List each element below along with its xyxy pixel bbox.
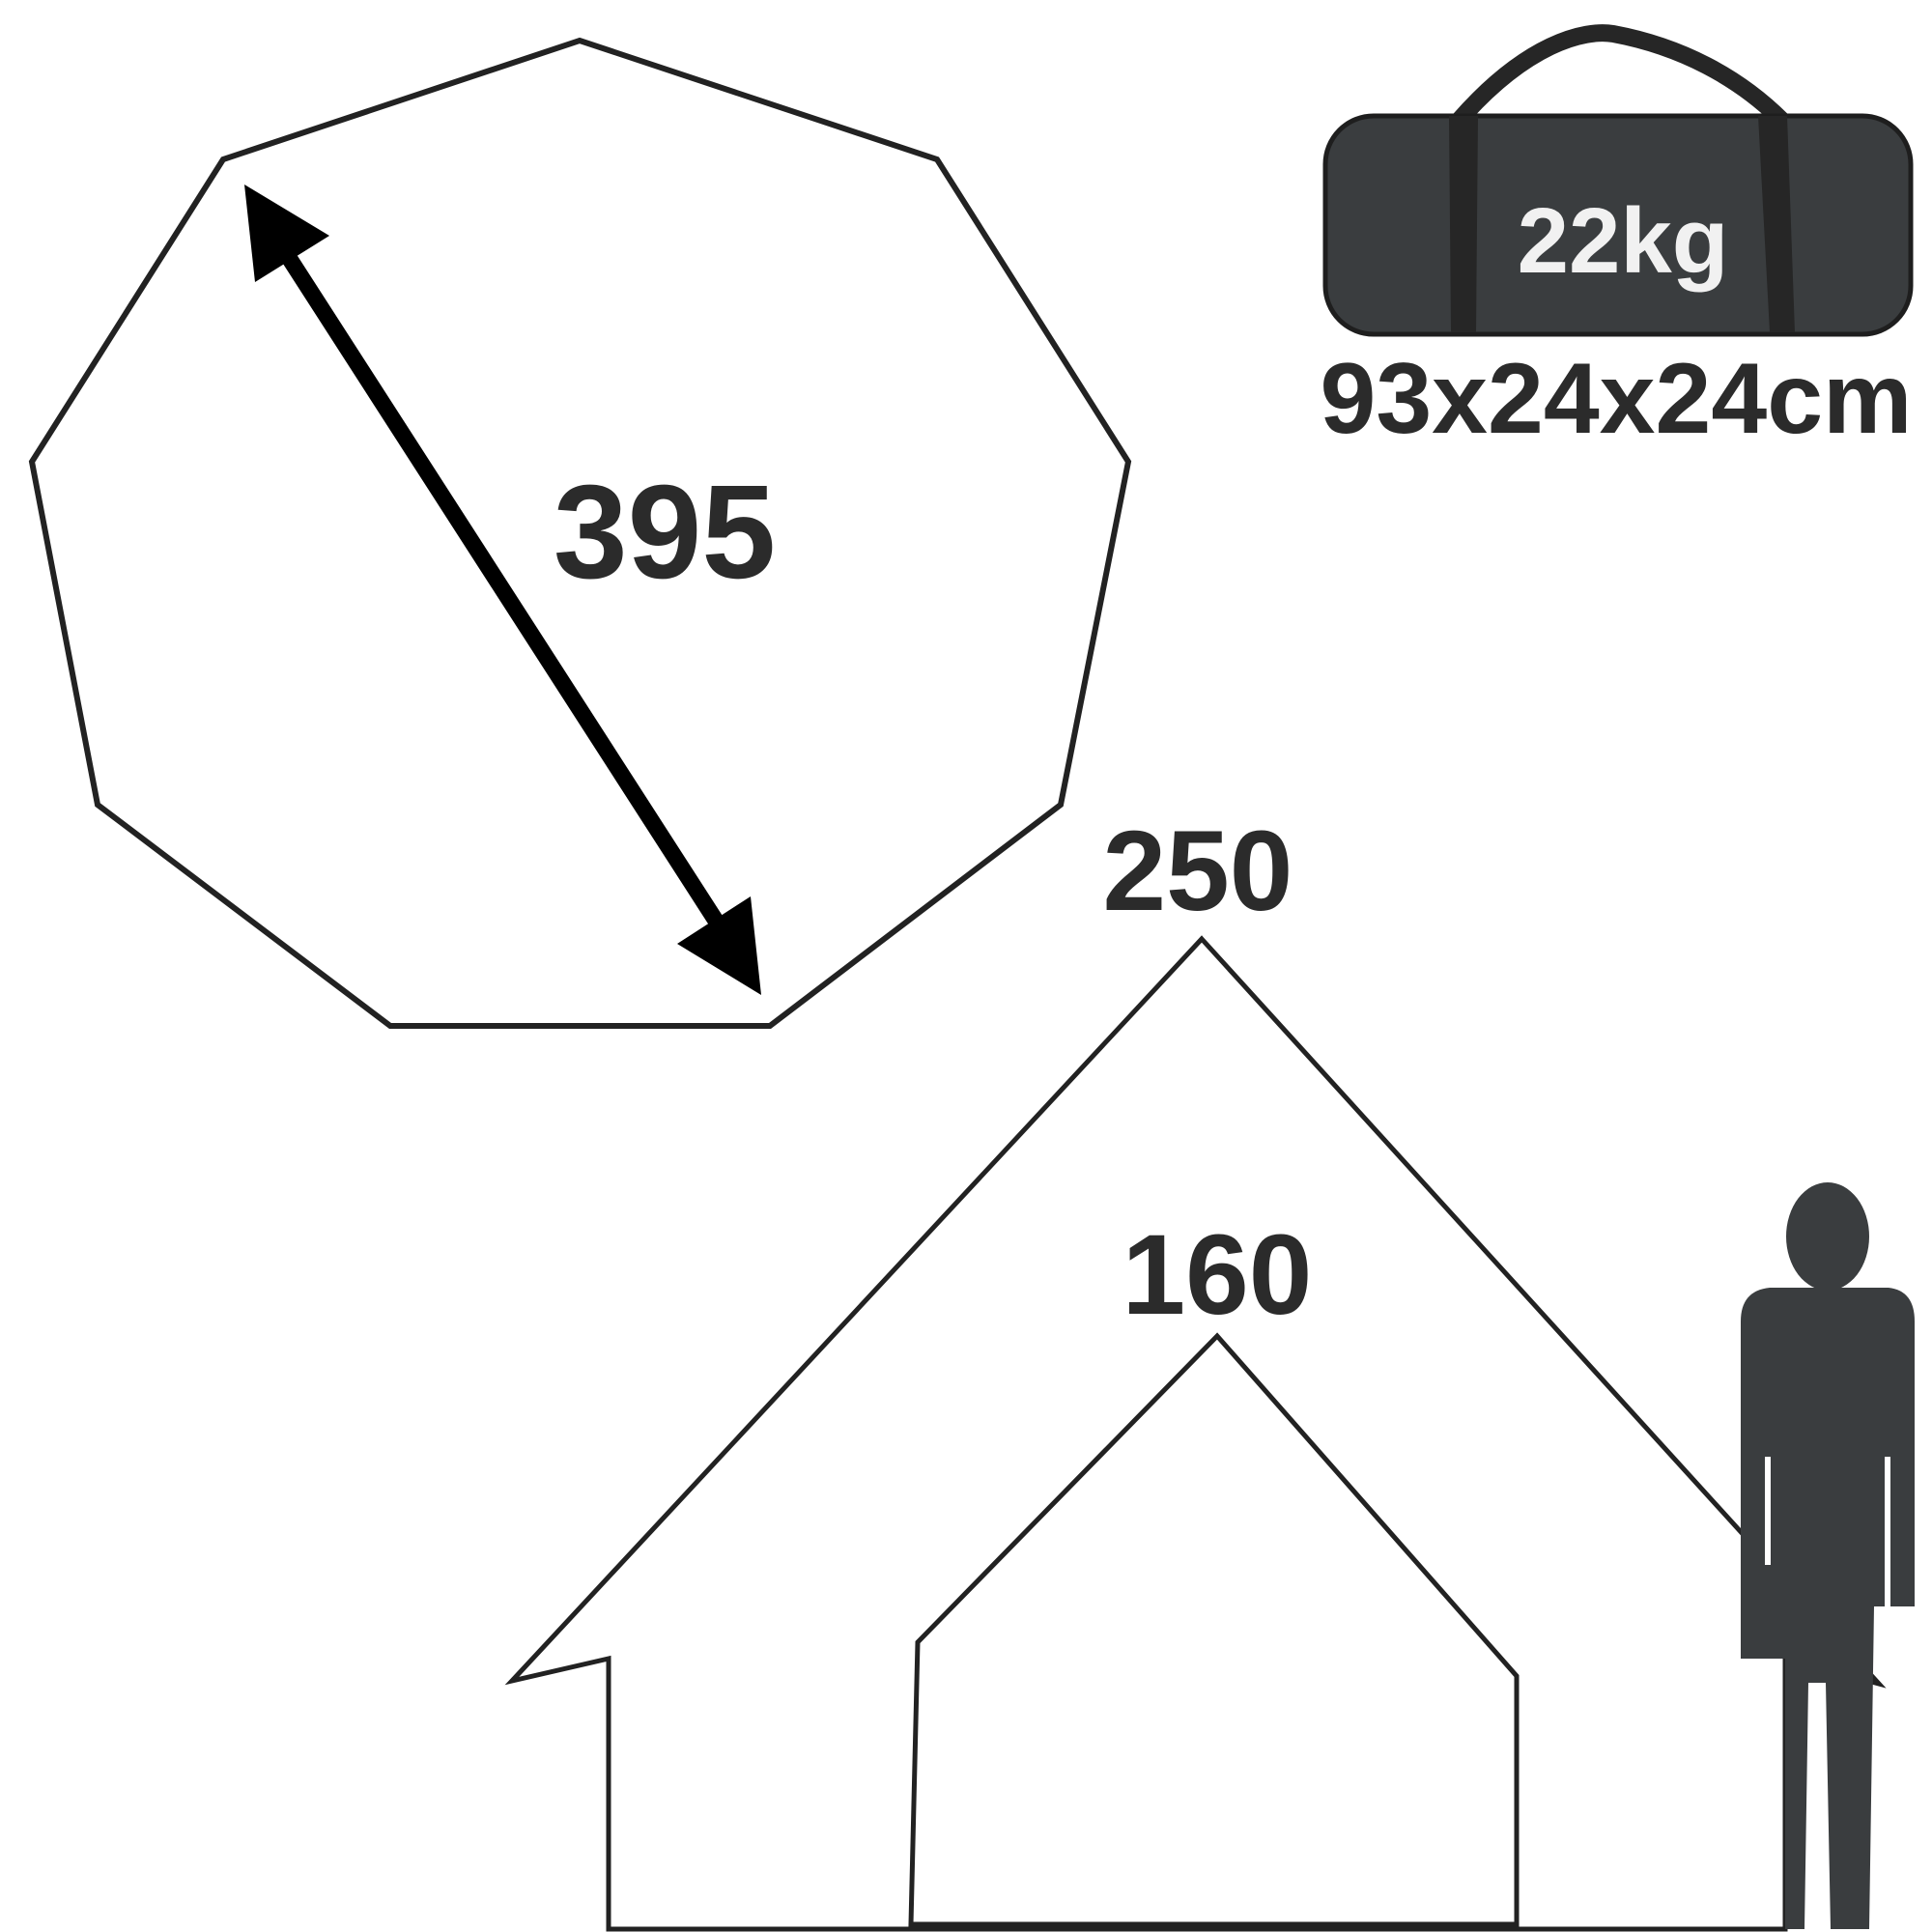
tent-door-outline	[908, 1332, 1520, 1927]
floor-plan: 395	[28, 37, 1132, 1029]
tent-door-height-label: 160	[1122, 1211, 1313, 1339]
person-head	[1786, 1182, 1869, 1291]
bag-dimensions-label: 93x24x24cm	[1320, 343, 1912, 455]
tent-profile: 250 160	[504, 808, 1887, 1932]
diameter-arrowhead-start	[244, 185, 329, 282]
bag-strap-left	[1449, 116, 1478, 332]
floor-plan-outline	[28, 37, 1132, 1029]
diameter-label: 395	[554, 458, 776, 607]
bag-strap-right	[1758, 116, 1795, 332]
bag-handle	[1450, 24, 1791, 129]
tent-outer-outline	[504, 935, 1887, 1932]
bag-weight-label: 22kg	[1518, 189, 1729, 293]
diameter-arrow-shaft	[278, 248, 724, 925]
person-body	[1741, 1288, 1915, 1929]
person-silhouette-icon	[1741, 1182, 1915, 1929]
carry-bag-icon: 22kg	[1322, 24, 1914, 337]
diameter-arrow-icon	[244, 185, 761, 995]
diameter-arrowhead-end	[677, 896, 761, 995]
tent-outer-height-label: 250	[1103, 808, 1293, 935]
